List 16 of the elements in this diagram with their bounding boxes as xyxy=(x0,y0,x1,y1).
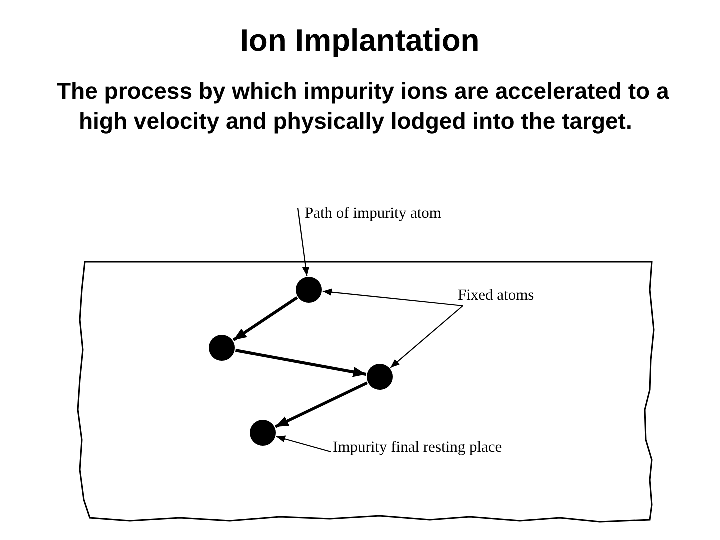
description-text: The process by which impurity ions are accelerated to a high velocity and physically lodged into the target. xyxy=(57,77,670,136)
leader-arrow xyxy=(276,436,332,453)
atom-circle xyxy=(296,277,322,303)
leader-arrow xyxy=(390,306,464,368)
path-arrow xyxy=(236,349,366,378)
leader-arrow xyxy=(297,208,310,276)
callout-label: Impurity final resting place xyxy=(331,439,504,458)
path-arrow xyxy=(274,382,368,428)
path-arrow xyxy=(232,296,298,342)
callout-label: Path of impurity atom xyxy=(303,205,444,224)
title: Ion Implantation xyxy=(239,22,481,60)
atom-circle xyxy=(367,364,393,390)
leader-arrow xyxy=(322,288,464,307)
atom-circle xyxy=(209,335,235,361)
atom-circle xyxy=(250,420,276,446)
callout-label: Fixed atoms xyxy=(456,287,536,306)
